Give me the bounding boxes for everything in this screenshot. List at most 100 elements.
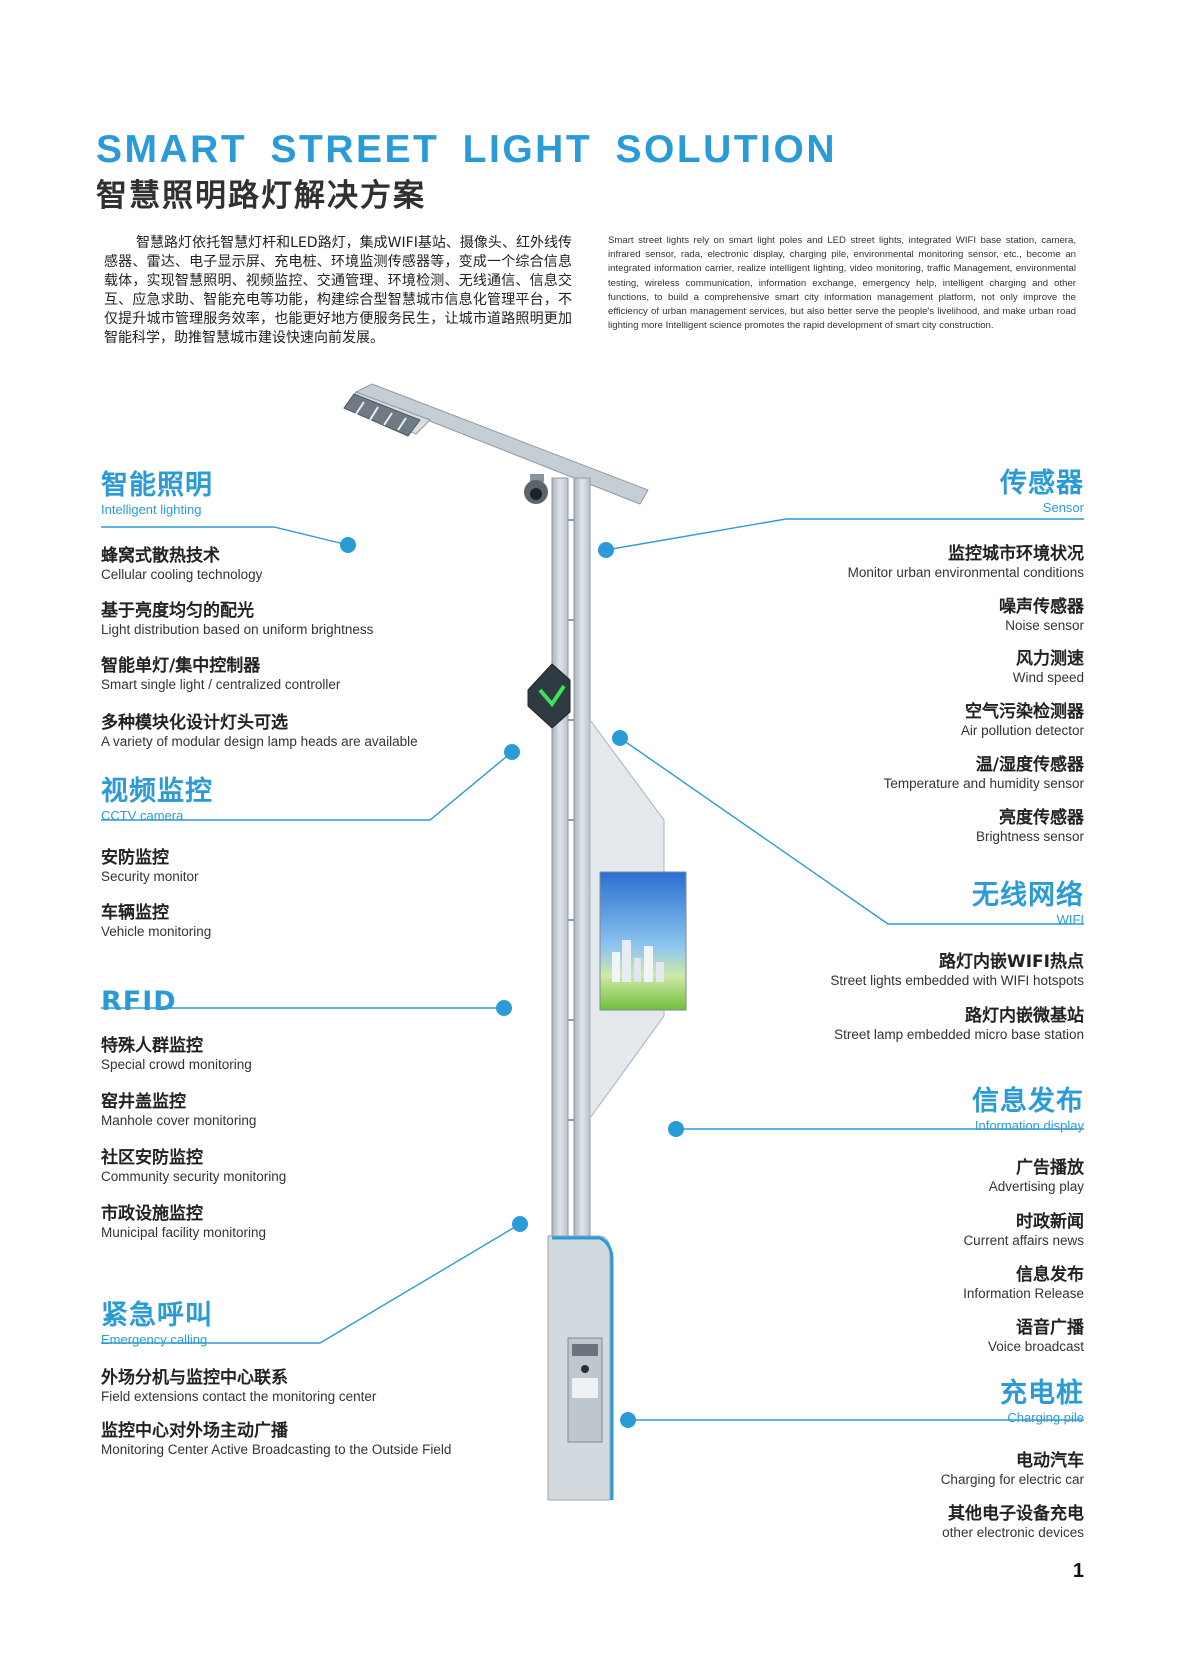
item-title-cn: 时政新闻 — [1016, 1212, 1084, 1232]
list-item: 空气污染检测器 Air pollution detector — [961, 702, 1084, 739]
list-item: 窑井盖监控 Manhole cover monitoring — [101, 1092, 256, 1129]
list-item: 多种模块化设计灯头可选 A variety of modular design … — [101, 713, 418, 750]
item-title-cn: 外场分机与监控中心联系 — [101, 1368, 288, 1388]
item-title-cn: 路灯内嵌微基站 — [965, 1006, 1084, 1026]
item-title-en: Monitoring Center Active Broadcasting to… — [101, 1442, 452, 1457]
list-item: 车辆监控 Vehicle monitoring — [101, 903, 211, 940]
item-title-cn: 市政设施监控 — [101, 1204, 203, 1224]
item-title-en: Light distribution based on uniform brig… — [101, 622, 374, 637]
item-title-cn: 蜂窝式散热技术 — [101, 546, 220, 566]
item-title-cn: 风力测速 — [1016, 649, 1084, 669]
section-title-cn: 充电桩 — [1000, 1378, 1084, 1409]
section-title-en: Information display — [974, 1118, 1084, 1133]
item-title-en: Charging for electric car — [940, 1472, 1084, 1487]
item-title-cn: 广告播放 — [1016, 1158, 1084, 1178]
pole-base-cabinet — [547, 1235, 614, 1501]
item-title-en: Noise sensor — [1005, 618, 1084, 633]
item-title-cn: 路灯内嵌WIFI热点 — [938, 952, 1084, 972]
section-cctv-camera: 视频监控 CCTV camera — [101, 776, 213, 823]
list-item: 温/湿度传感器 Temperature and humidity sensor — [884, 755, 1084, 792]
list-item: 时政新闻 Current affairs news — [963, 1212, 1084, 1249]
section-title-en: Charging pile — [1007, 1410, 1084, 1425]
list-item: 路灯内嵌微基站 Street lamp embedded micro base … — [834, 1006, 1084, 1043]
led-lamp-head — [343, 393, 421, 437]
item-title-en: Advertising play — [988, 1179, 1084, 1194]
item-title-cn: 其他电子设备充电 — [948, 1504, 1084, 1524]
section-title-en: CCTV camera — [101, 808, 184, 823]
section-rfid: RFID — [101, 986, 177, 1018]
list-item: 路灯内嵌WIFI热点 Street lights embedded with W… — [830, 952, 1084, 989]
item-title-cn: 安防监控 — [101, 848, 169, 868]
list-item: 亮度传感器 Brightness sensor — [976, 808, 1084, 845]
item-title-en: Current affairs news — [963, 1233, 1084, 1248]
item-title-cn: 信息发布 — [1016, 1265, 1084, 1285]
section-title-cn: 无线网络 — [972, 880, 1084, 911]
advertising-display — [589, 718, 687, 1120]
lamp-arm — [349, 383, 649, 505]
list-item: 智能单灯/集中控制器 Smart single light / centrali… — [101, 656, 340, 693]
section-intelligent-lighting: 智能照明 Intelligent lighting — [101, 470, 213, 517]
section-title-cn: 紧急呼叫 — [101, 1300, 213, 1331]
list-item: 广告播放 Advertising play — [989, 1158, 1084, 1195]
item-title-cn: 噪声传感器 — [999, 597, 1084, 617]
list-item: 社区安防监控 Community security monitoring — [101, 1148, 286, 1185]
section-information-display: 信息发布 Information display — [972, 1086, 1084, 1133]
item-title-en: Air pollution detector — [960, 723, 1084, 738]
upper-pole — [551, 477, 591, 1239]
section-title-cn: 信息发布 — [972, 1086, 1084, 1117]
list-item: 风力测速 Wind speed — [1013, 649, 1084, 686]
item-title-cn: 多种模块化设计灯头可选 — [101, 713, 288, 733]
list-item: 市政设施监控 Municipal facility monitoring — [101, 1204, 266, 1241]
list-item: 蜂窝式散热技术 Cellular cooling technology — [101, 546, 262, 583]
item-title-cn: 电动汽车 — [1016, 1451, 1084, 1471]
item-title-cn: 智能单灯/集中控制器 — [101, 656, 261, 676]
item-title-cn: 语音广播 — [1016, 1318, 1084, 1338]
section-charging-pile: 充电桩 Charging pile — [1000, 1378, 1084, 1425]
list-item: 基于亮度均匀的配光 Light distribution based on un… — [101, 601, 373, 638]
item-title-cn: 温/湿度传感器 — [975, 755, 1084, 775]
item-title-cn: 亮度传感器 — [999, 808, 1084, 828]
item-title-en: Security monitor — [101, 869, 199, 884]
sensor-box — [527, 663, 571, 729]
item-title-cn: 基于亮度均匀的配光 — [101, 601, 254, 621]
connector-lines — [101, 518, 1084, 1421]
intro-text-en: Smart street lights rely on smart light … — [608, 235, 1076, 332]
section-wifi: 无线网络 WIFI — [972, 880, 1084, 927]
item-title-cn: 空气污染检测器 — [965, 702, 1084, 722]
connector-dots — [340, 537, 684, 1428]
section-title-cn: 传感器 — [1000, 468, 1084, 499]
item-title-en: Monitor urban environmental conditions — [847, 565, 1084, 580]
list-item: 监控中心对外场主动广播 Monitoring Center Active Bro… — [101, 1421, 451, 1458]
item-title-en: Community security monitoring — [101, 1169, 287, 1184]
page-number: 1 — [1072, 1560, 1084, 1582]
page-title-en: SMART STREET LIGHT SOLUTION — [96, 128, 837, 171]
page-title-cn: 智慧照明路灯解决方案 — [96, 178, 426, 214]
item-title-en: Vehicle monitoring — [101, 924, 212, 939]
section-title-en: Intelligent lighting — [101, 502, 202, 517]
item-title-cn: 车辆监控 — [101, 903, 169, 923]
list-item: 特殊人群监控 Special crowd monitoring — [101, 1036, 252, 1073]
section-title-cn: RFID — [101, 986, 177, 1017]
item-title-en: Street lights embedded with WIFI hotspot… — [830, 973, 1084, 988]
item-title-en: Street lamp embedded micro base station — [834, 1027, 1084, 1042]
section-title-en: Sensor — [1042, 500, 1084, 515]
section-title-cn: 智能照明 — [101, 470, 213, 501]
item-title-en: Temperature and humidity sensor — [883, 776, 1084, 791]
item-title-en: A variety of modular design lamp heads a… — [101, 734, 418, 749]
section-title-en: WIFI — [1056, 912, 1084, 927]
item-title-en: Smart single light / centralized control… — [101, 677, 341, 692]
intro-text-cn: 智慧路灯依托智慧灯杆和LED路灯，集成WIFI基站、摄像头、红外线传感器、雷达、… — [104, 235, 572, 346]
list-item: 噪声传感器 Noise sensor — [999, 597, 1084, 634]
item-title-en: other electronic devices — [942, 1525, 1084, 1540]
list-item: 语音广播 Voice broadcast — [988, 1318, 1084, 1355]
section-emergency-calling: 紧急呼叫 Emergency calling — [101, 1300, 213, 1347]
section-title-en: Emergency calling — [101, 1332, 208, 1347]
item-title-en: Manhole cover monitoring — [101, 1113, 257, 1128]
section-title-cn: 视频监控 — [101, 776, 213, 807]
item-title-en: Field extensions contact the monitoring … — [101, 1389, 377, 1404]
item-title-cn: 窑井盖监控 — [101, 1092, 186, 1112]
item-title-en: Municipal facility monitoring — [101, 1225, 267, 1240]
item-title-en: Voice broadcast — [987, 1339, 1084, 1354]
item-title-en: Special crowd monitoring — [101, 1057, 252, 1072]
